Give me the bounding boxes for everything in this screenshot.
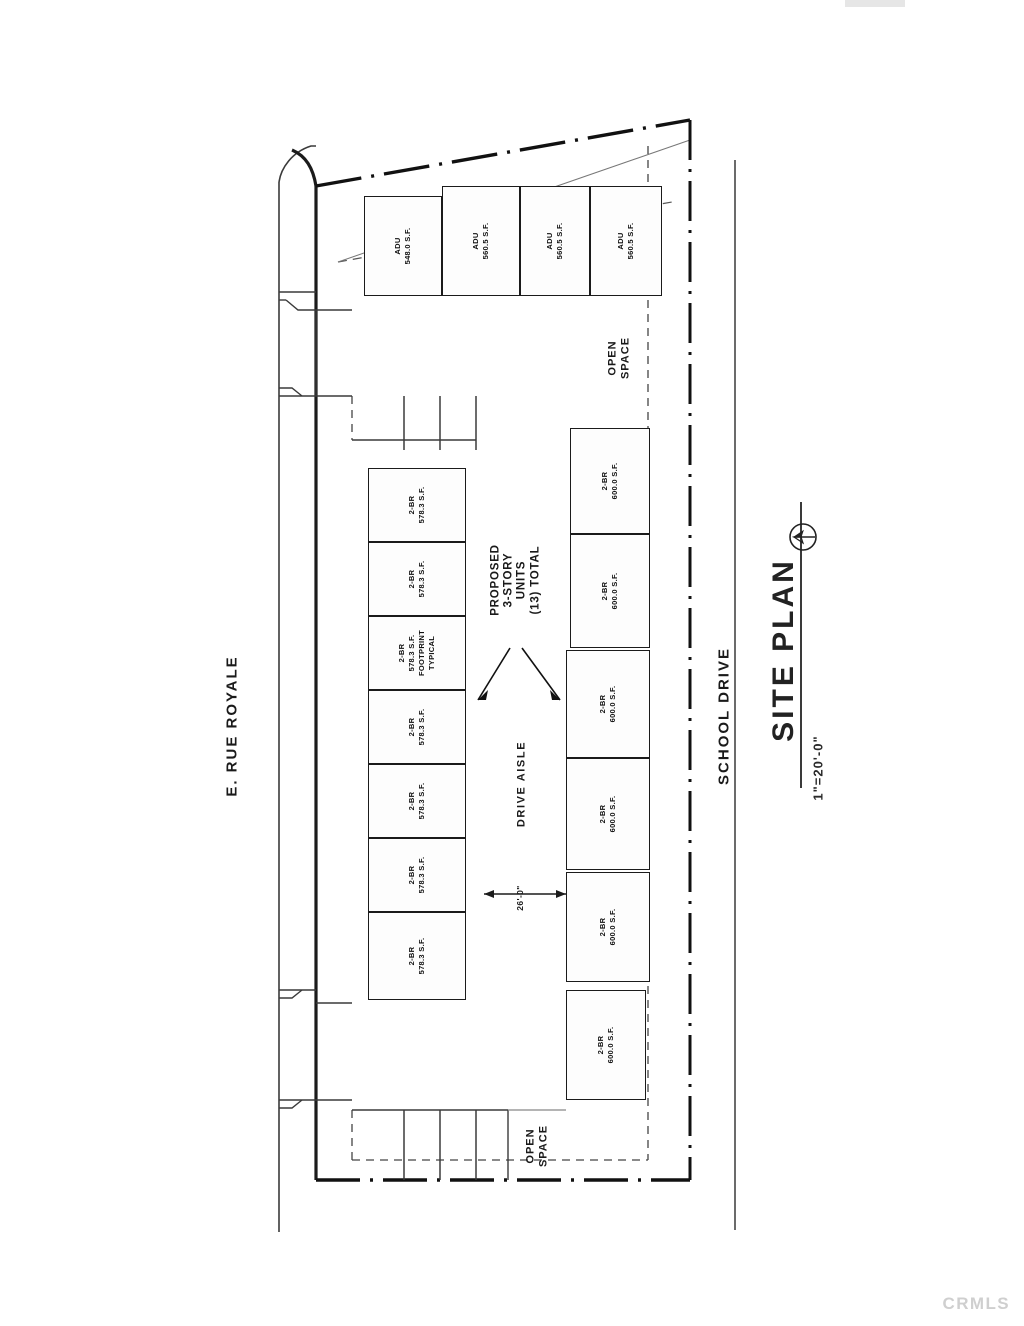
residential-unit-label: 2-BR 600.0 S.F. bbox=[599, 572, 619, 610]
left-walk-tick-4 bbox=[279, 1099, 303, 1109]
residential-unit-label: 2-BR 578.3 S.F. bbox=[406, 486, 426, 524]
adu-unit-label: ADU 548.0 S.F. bbox=[392, 227, 412, 265]
adu-unit[interactable]: ADU 560.5 S.F. bbox=[520, 186, 590, 296]
dimension-arrow-end bbox=[556, 890, 566, 898]
open-space-label-bottom: OPEN SPACE bbox=[524, 1124, 549, 1168]
left-driveway-apron-top bbox=[285, 299, 352, 311]
residential-unit-label: 2-BR 578.3 S.F. bbox=[406, 937, 426, 975]
leader-line-right bbox=[521, 647, 561, 701]
residential-unit-label: 2-BR 600.0 S.F. bbox=[597, 685, 617, 723]
proposed-units-callout: PROPOSED 3-STORY UNITS (13) TOTAL bbox=[489, 544, 542, 616]
top-angled-property-line bbox=[315, 118, 691, 188]
title-block: SITE PLAN 1"=20'-0" bbox=[742, 380, 862, 940]
adu-unit[interactable]: ADU 560.5 S.F. bbox=[590, 186, 662, 296]
residential-unit[interactable]: 2-BR 600.0 S.F. bbox=[566, 758, 650, 870]
drive-aisle-label: DRIVE AISLE bbox=[515, 740, 528, 828]
residential-unit-label: 2-BR 578.3 S.F. bbox=[406, 560, 426, 598]
residential-unit[interactable]: 2-BR 578.3 S.F. bbox=[368, 838, 466, 912]
residential-unit-label: 2-BR 600.0 S.F. bbox=[599, 462, 619, 500]
adu-unit-label: ADU 560.5 S.F. bbox=[615, 222, 635, 260]
drawing-scale: 1"=20'-0" bbox=[810, 735, 826, 801]
adu-unit[interactable]: ADU 560.5 S.F. bbox=[442, 186, 520, 296]
title-underline bbox=[800, 502, 803, 788]
street-label-rue-royale: E. RUE ROYALE bbox=[223, 655, 241, 797]
dimension-arrow-start bbox=[484, 890, 494, 898]
residential-unit-typical[interactable]: 2-BR 578.3 S.F. FOOTPRINT TYPICAL bbox=[368, 616, 466, 690]
north-arrow-icon bbox=[789, 523, 817, 551]
scan-artifact-strip bbox=[845, 0, 905, 7]
leader-arrow-right bbox=[550, 690, 560, 700]
residential-unit-label: 2-BR 578.3 S.F. bbox=[406, 782, 426, 820]
adu-unit-label: ADU 560.5 S.F. bbox=[544, 222, 564, 260]
residential-unit-label: 2-BR 578.3 S.F. bbox=[406, 708, 426, 746]
page-title: SITE PLAN bbox=[767, 558, 800, 742]
residential-unit-label: 2-BR 600.0 S.F. bbox=[597, 908, 617, 946]
adu-unit[interactable]: ADU 548.0 S.F. bbox=[364, 196, 442, 296]
residential-unit[interactable]: 2-BR 600.0 S.F. bbox=[566, 990, 646, 1100]
leader-line-left bbox=[477, 647, 511, 701]
left-walk-tick-3 bbox=[279, 989, 303, 999]
adu-unit-label: ADU 560.5 S.F. bbox=[470, 222, 490, 260]
residential-unit[interactable]: 2-BR 578.3 S.F. bbox=[368, 764, 466, 838]
left-property-line-curve bbox=[291, 148, 318, 187]
residential-unit-label: 2-BR 600.0 S.F. bbox=[597, 795, 617, 833]
residential-unit[interactable]: 2-BR 600.0 S.F. bbox=[570, 534, 650, 648]
residential-unit-label: 2-BR 578.3 S.F. bbox=[406, 856, 426, 894]
crmls-watermark: CRMLS bbox=[942, 1294, 1010, 1313]
open-space-label-top: OPEN SPACE bbox=[606, 336, 631, 380]
residential-unit-typical-label: 2-BR 578.3 S.F. FOOTPRINT TYPICAL bbox=[396, 629, 437, 677]
left-walk-tick-2 bbox=[279, 387, 303, 397]
residential-unit-label: 2-BR 600.0 S.F. bbox=[595, 1026, 615, 1064]
leader-arrow-left bbox=[478, 690, 488, 700]
residential-unit[interactable]: 2-BR 578.3 S.F. bbox=[368, 912, 466, 1000]
residential-unit[interactable]: 2-BR 600.0 S.F. bbox=[566, 650, 650, 758]
residential-unit[interactable]: 2-BR 600.0 S.F. bbox=[566, 872, 650, 982]
drive-aisle-dimension-label: 26'-0" bbox=[515, 885, 526, 911]
residential-unit[interactable]: 2-BR 578.3 S.F. bbox=[368, 468, 466, 542]
rue-royale-curb-return-top bbox=[278, 145, 316, 183]
street-label-school-drive: SCHOOL DRIVE bbox=[715, 647, 733, 785]
residential-unit[interactable]: 2-BR 578.3 S.F. bbox=[368, 542, 466, 616]
residential-unit[interactable]: 2-BR 600.0 S.F. bbox=[570, 428, 650, 534]
residential-unit[interactable]: 2-BR 578.3 S.F. bbox=[368, 690, 466, 764]
